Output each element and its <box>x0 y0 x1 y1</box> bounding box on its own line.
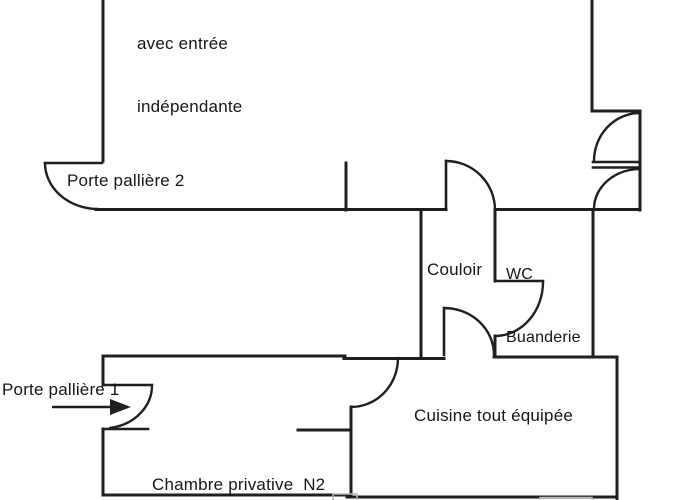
door-swing-arcs <box>43 111 642 430</box>
label-top-room: avec entrée indépendante <box>137 0 242 138</box>
label-top-room-line2: indépendante <box>137 97 243 116</box>
label-cuisine: Cuisine tout équipée <box>414 406 574 425</box>
label-buanderie: Buanderie <box>506 329 581 346</box>
label-wc-buanderie: WC Buanderie <box>506 222 581 369</box>
label-top-room-line1: avec entrée <box>137 34 229 53</box>
entrance-arrow-icon <box>52 399 131 415</box>
label-chambre: Chambre privative N2 <box>152 475 326 494</box>
label-porte-palliere-1: Porte pallière 1 <box>2 380 120 399</box>
label-couloir: Couloir <box>427 260 483 279</box>
walls <box>94 0 642 500</box>
label-wc: WC <box>506 266 534 283</box>
label-porte-palliere-2: Porte pallière 2 <box>67 171 185 190</box>
